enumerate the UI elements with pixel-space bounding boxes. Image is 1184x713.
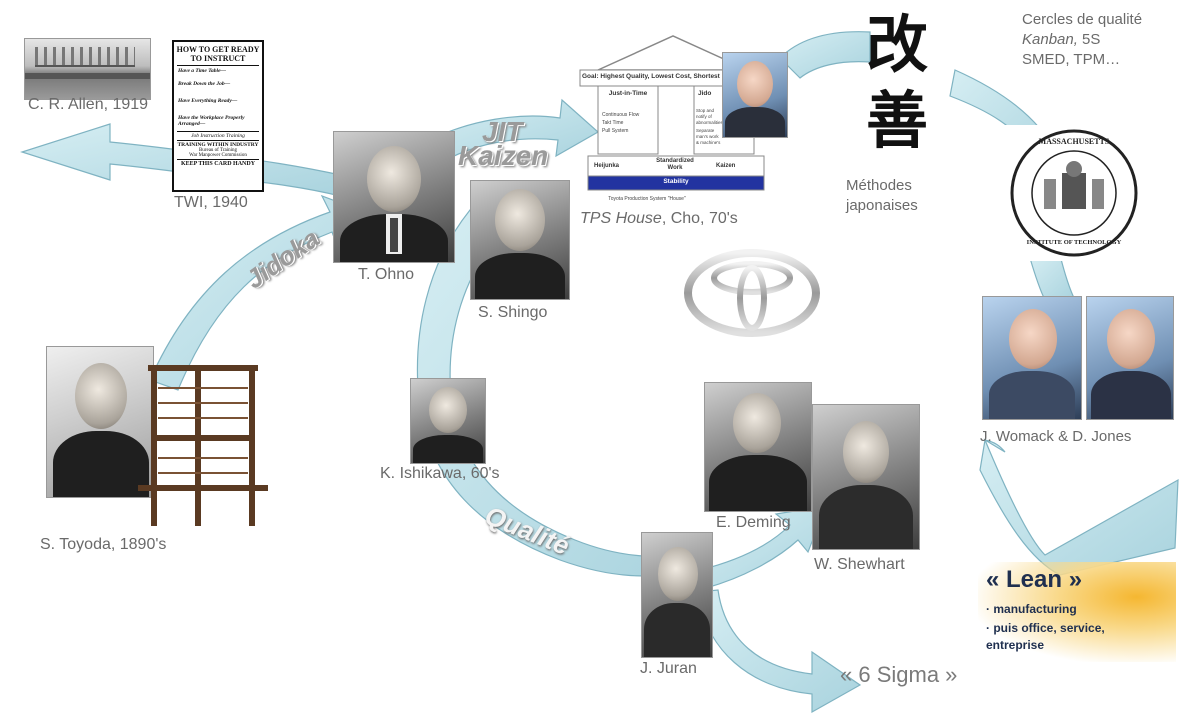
mit-seal-bottom: INSTITUTE OF TECHNOLOGY — [1026, 239, 1122, 246]
tps-kaizen: Kaizen — [716, 163, 736, 169]
cercles-line1: Cercles de qualité — [1022, 11, 1143, 28]
mit-seal: MASSACHUSETTS INSTITUTE OF TECHNOLOGY — [1004, 125, 1144, 261]
twi-card-footer5: KEEP THIS CARD HANDY — [180, 161, 256, 167]
shewhart-caption: W. Shewhart — [814, 556, 905, 573]
lean-item-1-text: manufacturing — [993, 602, 1077, 616]
tps-standardized: Standardized Work — [656, 158, 694, 171]
twi-card-footer4: War Manpower Commission — [189, 153, 247, 158]
ohno-photo — [333, 131, 455, 263]
twi-card-item-2: Break Down the Job— — [178, 81, 231, 87]
tps-goal: Goal: Highest Quality, Lowest Cost, Shor… — [582, 73, 720, 80]
tps-caption-small: Toyota Production System "House" — [608, 196, 686, 202]
six-sigma-arrow — [697, 589, 862, 713]
jit-label: JIT — [482, 116, 523, 147]
toyoda-photo — [46, 346, 154, 498]
cercles-line3: SMED, TPM… — [1022, 51, 1121, 68]
ishikawa-photo — [410, 378, 486, 464]
tps-house-caption-rest: , Cho, 70's — [661, 210, 738, 227]
twi-card-footer1: Job Instruction Training — [191, 133, 245, 139]
twi-card-title1: HOW TO GET READY — [176, 45, 260, 54]
shipyard-photo — [24, 38, 151, 100]
methodes-caption: Méthodes japonaises — [846, 177, 918, 214]
lean-title: « Lean » — [986, 566, 1083, 593]
tps-to-kanji-arrow — [779, 31, 871, 79]
deming-caption: E. Deming — [716, 514, 791, 531]
twi-card: HOW TO GET READY TO INSTRUCT Have a Time… — [172, 40, 264, 192]
kaizen-kanji-zen: 善 — [866, 84, 929, 157]
lean-item-2: · puis office, service, entreprise — [986, 621, 1105, 652]
kaizen-kanji-kai: 改 — [866, 8, 929, 81]
cercles-line2-rest: 5S — [1077, 31, 1101, 48]
twi-card-item-1: Have a Time Table— — [178, 68, 227, 74]
cercles-line2-italic: Kanban, — [1022, 31, 1078, 48]
tps-jit-item-1: Continuous Flow — [602, 112, 640, 118]
deming-photo — [704, 382, 812, 512]
lean-item-2-text: puis office, service, entreprise — [986, 621, 1105, 652]
tps-jidoka-pillar: Jido — [698, 90, 712, 97]
womack-to-lean-arrow — [979, 438, 1179, 576]
twi-card-item-3: Have Everything Ready— — [178, 98, 238, 104]
mit-seal-icon — [1010, 129, 1138, 257]
six-sigma-caption: « 6 Sigma » — [840, 662, 958, 687]
tps-stability: Stability — [663, 178, 689, 185]
ishikawa-caption: K. Ishikawa, 60's — [380, 465, 500, 482]
loom-icon — [138, 365, 268, 526]
tps-jit-item-2: Takt Time — [602, 120, 624, 126]
shingo-photo — [470, 180, 570, 300]
tps-house-caption-italic: TPS House — [580, 210, 662, 227]
mit-seal-top: MASSACHUSETTS — [1038, 137, 1110, 146]
tps-house-caption: TPS House, Cho, 70's — [580, 210, 738, 228]
lean-box: « Lean » · manufacturing · puis office, … — [978, 562, 1176, 662]
kaizen-label: Kaizen — [458, 140, 549, 171]
jones-photo — [1086, 296, 1174, 420]
ohno-caption: T. Ohno — [358, 266, 415, 283]
twi-card-item-4: Have the Workplace Properly Arranged— — [178, 115, 245, 127]
womack-photo — [982, 296, 1082, 420]
tps-jidoka-item-2: Separate man's work & machine's work — [696, 128, 721, 145]
shewhart-photo — [812, 404, 920, 550]
twi-card-footer3: Bureau of Training — [198, 148, 238, 153]
juran-caption: J. Juran — [640, 660, 697, 677]
toyota-logo-icon — [684, 249, 820, 337]
tps-jidoka-item-1: Stop and notify of abnormalities — [696, 108, 722, 125]
cho-photo — [722, 52, 788, 138]
twi-caption: TWI, 1940 — [174, 194, 248, 211]
mit-to-womack-arrow — [1029, 254, 1076, 301]
tps-jit-pillar: Just-in-Time — [608, 90, 648, 97]
tps-jit-item-3: Pull System — [602, 128, 629, 134]
twi-card-title2: TO INSTRUCT — [190, 54, 246, 63]
tps-heijunka: Heijunka — [594, 163, 620, 169]
lean-item-1: · manufacturing — [986, 602, 1077, 616]
shingo-caption: S. Shingo — [478, 304, 548, 321]
womack-jones-caption: J. Womack & D. Jones — [980, 428, 1132, 445]
juran-photo — [641, 532, 713, 658]
allen-caption: C. R. Allen, 1919 — [28, 96, 149, 113]
toyoda-caption: S. Toyoda, 1890's — [40, 536, 167, 553]
cercles-text: Cercles de qualité Kanban, 5S SMED, TPM… — [1022, 10, 1142, 70]
twi-card-footer2: TRAINING WITHIN INDUSTRY — [177, 142, 259, 148]
